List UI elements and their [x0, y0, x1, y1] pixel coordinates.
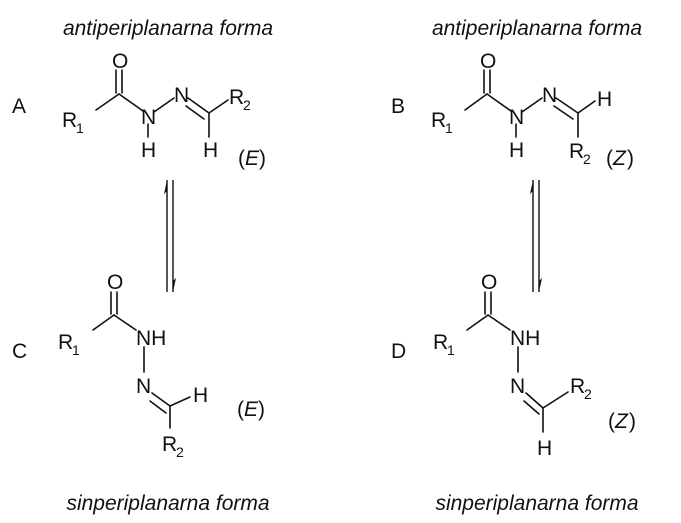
atom-h: H	[597, 88, 612, 111]
atom-h: H	[203, 139, 218, 162]
atom-h: H	[193, 384, 208, 407]
structure-d: D O R 1 NH N R 2 H ( Z )	[391, 271, 636, 460]
atom-o: O	[481, 271, 497, 294]
svg-text:1: 1	[76, 120, 84, 136]
svg-text:1: 1	[72, 342, 80, 358]
group-r2: R 2	[569, 140, 591, 167]
label-a: A	[12, 95, 26, 118]
label-c: C	[12, 340, 27, 363]
svg-text:R: R	[570, 375, 585, 398]
structure-a: A O R 1 N H N R 2 H ( E )	[12, 50, 266, 170]
svg-text:R: R	[229, 86, 244, 109]
svg-text:R: R	[433, 331, 448, 354]
atom-o: O	[112, 50, 128, 73]
svg-text:(: (	[238, 147, 245, 170]
atom-nh: NH	[136, 327, 166, 350]
svg-text:(: (	[237, 398, 244, 421]
svg-text:R: R	[431, 109, 446, 132]
svg-text:E: E	[245, 147, 260, 170]
caption-bottom-left: sinperiplanarna forma	[66, 492, 269, 515]
bonds-a	[95, 69, 229, 138]
svg-text:2: 2	[243, 97, 251, 113]
atom-h: H	[537, 437, 552, 460]
atom-h: H	[509, 139, 524, 162]
svg-text:): )	[259, 147, 266, 170]
caption-top-left: antiperiplanarna forma	[63, 17, 273, 40]
svg-text:2: 2	[584, 386, 592, 402]
bonds-d	[466, 291, 569, 433]
label-d: D	[391, 340, 406, 363]
group-r2: R 2	[570, 375, 592, 402]
svg-text:R: R	[162, 433, 177, 456]
atom-n: N	[141, 106, 156, 129]
atom-n: N	[510, 375, 525, 398]
svg-text:R: R	[62, 109, 77, 132]
bonds-c	[92, 291, 191, 429]
group-r1: R 1	[58, 331, 80, 358]
isomer-label-c: ( E )	[237, 398, 265, 421]
svg-text:R: R	[58, 331, 73, 354]
atom-n: N	[174, 84, 189, 107]
svg-text:Z: Z	[614, 410, 629, 433]
structure-b: B O R 1 N H N H R 2 ( Z )	[391, 50, 634, 170]
svg-text:2: 2	[176, 444, 184, 460]
caption-bottom-right: sinperiplanarna forma	[435, 492, 638, 515]
bonds-b	[464, 69, 596, 138]
atom-n: N	[136, 375, 151, 398]
svg-text:(: (	[606, 147, 613, 170]
svg-text:E: E	[244, 398, 259, 421]
svg-text:): )	[629, 410, 636, 433]
group-r2: R 2	[162, 433, 184, 460]
group-r1: R 1	[433, 331, 455, 358]
atom-h: H	[141, 139, 156, 162]
isomer-label-b: ( Z )	[606, 147, 634, 170]
group-r1: R 1	[62, 109, 84, 136]
equilibrium-arrow-left	[164, 180, 176, 292]
svg-text:1: 1	[447, 342, 455, 358]
group-r1: R 1	[431, 109, 453, 136]
atom-o: O	[480, 50, 496, 73]
atom-o: O	[107, 271, 123, 294]
isomer-label-d: ( Z )	[608, 410, 636, 433]
svg-text:1: 1	[445, 120, 453, 136]
svg-text:Z: Z	[612, 147, 627, 170]
svg-text:(: (	[608, 410, 615, 433]
atom-n: N	[542, 84, 557, 107]
svg-text:): )	[258, 398, 265, 421]
atom-n: N	[509, 106, 524, 129]
caption-top-right: antiperiplanarna forma	[432, 17, 642, 40]
equilibrium-arrow-right	[530, 180, 542, 292]
svg-text:R: R	[569, 140, 584, 163]
atom-nh: NH	[510, 327, 540, 350]
isomer-label-a: ( E )	[238, 147, 266, 170]
svg-text:): )	[627, 147, 634, 170]
structure-c: C O R 1 NH N H R 2 ( E )	[12, 271, 265, 460]
svg-text:2: 2	[583, 151, 591, 167]
group-r2: R 2	[229, 86, 251, 113]
label-b: B	[391, 95, 405, 118]
